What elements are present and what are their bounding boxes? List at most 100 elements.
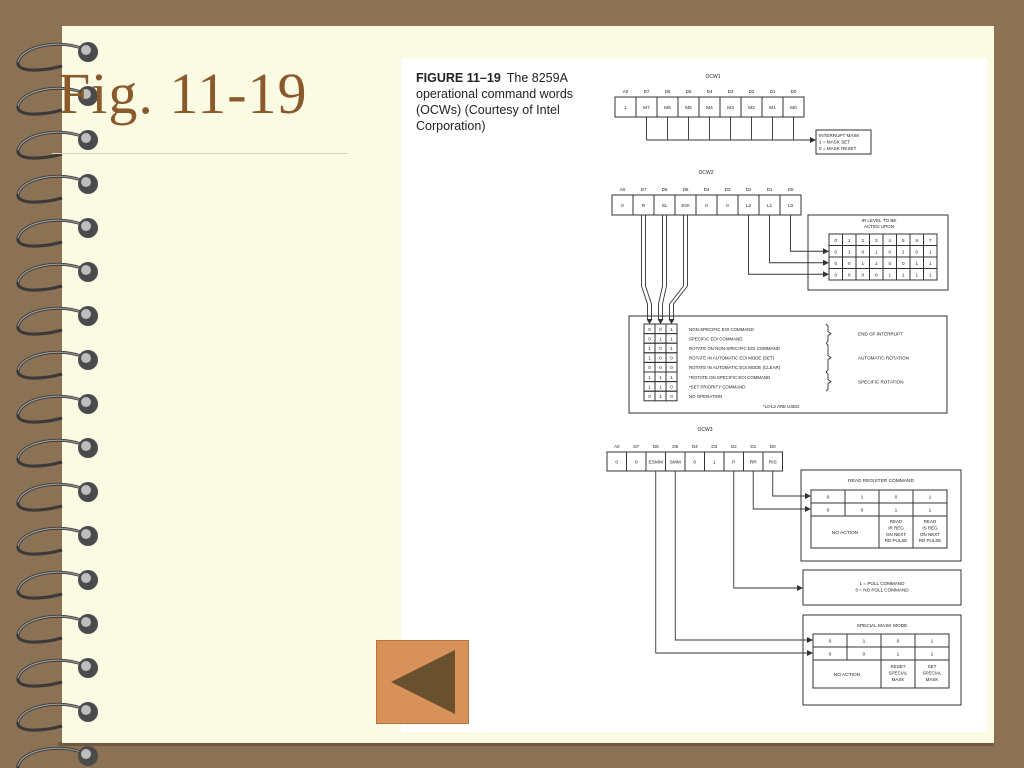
ocw3-poll-text: 1 = POLL COMMAND [860, 581, 906, 586]
ocw2-bit-header: A0 [620, 187, 626, 192]
ocw2-ir-level-cell [923, 268, 938, 281]
ocw3-cell-label: 0 [615, 460, 618, 466]
ocw2-ir-level-bit: 0 [902, 261, 905, 266]
ocw2-command-label: ROTATE ON NON-SPECIFIC EOI COMMAND [689, 346, 780, 351]
spiral-ring-highlight [81, 617, 91, 627]
ocw2-ir-level-bit: 0 [834, 250, 837, 255]
ocw1-cell-label: M1 [769, 105, 776, 111]
spiral-loop-highlight [17, 615, 87, 635]
spiral-loop-highlight [17, 351, 87, 371]
ocw3-bit-header: D4 [692, 444, 698, 449]
ocw3-bit-header: A0 [614, 444, 620, 449]
ocw1-bit-header: D1 [770, 89, 776, 94]
ocw2-command-bit: 1 [659, 336, 662, 341]
ocw2-command-label: NON-SPECIFIC EOI COMMAND [689, 327, 754, 332]
ocw1-bit-header: D6 [665, 89, 671, 94]
ocw3-read-is-text: RD PULSE [919, 538, 942, 543]
spiral-loop-highlight [17, 219, 87, 239]
ocw2-level-arrow [823, 259, 829, 266]
page-shadow [58, 742, 994, 746]
spiral-ring-highlight [81, 397, 91, 407]
ocw2-cell-label: 0 [726, 203, 729, 209]
ocw3-read-ir-text: IR REG [888, 525, 904, 530]
ocw2-title: OCW2 [699, 170, 714, 176]
ocw2-ir-level-bit: 0 [888, 261, 891, 266]
ocw2-brace [825, 323, 832, 344]
spiral-loop [16, 394, 87, 424]
ocw1-bit-header: D5 [686, 89, 692, 94]
spiral-loop [16, 438, 87, 468]
ocw2-command-bus [669, 215, 684, 319]
spiral-ring-highlight [81, 265, 91, 275]
ocw3-bit-header: D6 [653, 444, 659, 449]
ocw2-ir-level-bit: 1 [848, 250, 851, 255]
ocw1-bit-header: D2 [749, 89, 755, 94]
spiral-loop-highlight [17, 87, 87, 107]
ocw2-command-bit: 1 [670, 327, 673, 332]
ocw2-ir-level-bit: 1 [888, 273, 891, 278]
ocw3-bit-header: D0 [770, 444, 776, 449]
ocw2-command-bit: 0 [670, 365, 673, 370]
ocw1-cell-label: M7 [643, 105, 650, 111]
ocw2-command-arrow [668, 319, 675, 324]
ocw2-command-bit: 1 [659, 384, 662, 389]
spiral-loop-highlight [17, 483, 87, 503]
ocw2-ir-level-value: 1 [848, 238, 851, 243]
ocw3-read-register-bit: 1 [929, 508, 932, 514]
ocw3-read-register-bit: 1 [895, 508, 898, 514]
ocw1-cell-label: M6 [664, 105, 671, 111]
ocw2-level-line [790, 215, 823, 252]
ocw2-brace [825, 342, 832, 373]
ocw2-command-bit: 0 [670, 356, 673, 361]
ocw2-bit-header: D5 [683, 187, 689, 192]
ocw2-command-bus [658, 215, 663, 319]
back-button[interactable] [376, 640, 469, 724]
spiral-loop-highlight [17, 571, 87, 591]
ocw1-cell-label: M4 [706, 105, 713, 111]
ocw2-bit-header: D0 [788, 187, 794, 192]
ocw3-poll-arrow [797, 585, 803, 591]
spiral-loop [16, 218, 87, 248]
spiral-loop-highlight [17, 131, 87, 151]
ocw3-cell-label: 1 [713, 460, 716, 466]
slide-title: Fig. 11-19 [58, 61, 308, 126]
ocw2-cell-label: SL [662, 203, 668, 209]
ocw2-command-bit: 0 [659, 327, 662, 332]
ocw2-ir-level-title: IR LEVEL TO BE [862, 218, 897, 223]
ocw3-bit-header: D2 [731, 444, 737, 449]
spiral-ring-highlight [81, 573, 91, 583]
ocw3-poll-text: 0 = NO POLL COMMAND [855, 587, 909, 592]
ocw2-command-bit: 0 [670, 394, 673, 399]
ocw2-command-arrow [646, 319, 653, 324]
ocw3-reset-text: MASK [892, 677, 905, 682]
ocw3-read-is-text: IS REG [922, 525, 938, 530]
ocw3-special-mask-bit: 1 [897, 652, 900, 658]
ocw1-bit-header: D3 [728, 89, 734, 94]
ocw3-set-text: SPECIAL [922, 671, 942, 676]
ocw2-command-bit: 0 [659, 346, 662, 351]
ocw3-special-mask-bit: 0 [863, 652, 866, 658]
ocw2-command-label: SPECIFIC EOI COMMAND [689, 336, 742, 341]
ocw2-ir-level-box [807, 214, 949, 291]
ocw3-esmm-arrow [807, 650, 813, 656]
ocw2-ir-level-bit: 0 [915, 250, 918, 255]
ocw3-read-is-text: READ [924, 519, 937, 524]
spiral-loop [16, 350, 87, 380]
ocw3-smm-arrow [807, 637, 813, 643]
spiral-ring-highlight [81, 749, 91, 759]
ocw3-special-no-action: NO ACTION [834, 672, 861, 678]
ocw2-ir-level-bit: 0 [834, 261, 837, 266]
ocw3-read-register-box [800, 469, 962, 562]
ocw2-command-bit: 0 [648, 327, 651, 332]
ocw2-command-label: *ROTATE ON SPECIFIC EOI COMMAND [689, 375, 770, 380]
ocw3-esmm-line [655, 471, 807, 654]
ocw3-special-mask-bit: 0 [829, 652, 832, 658]
ocw2-command-bus [645, 215, 652, 319]
triangle-left-icon [391, 650, 455, 714]
spiral-loop-highlight [17, 175, 87, 195]
ocw3-cell-label: RIS [769, 460, 777, 466]
ocw3-rr-line [752, 471, 805, 510]
ocw3-bit-header: D7 [633, 444, 639, 449]
ocw3-read-register-bit: 0 [827, 508, 830, 514]
ocw2-ir-level-title: ACTED UPON [864, 224, 894, 229]
